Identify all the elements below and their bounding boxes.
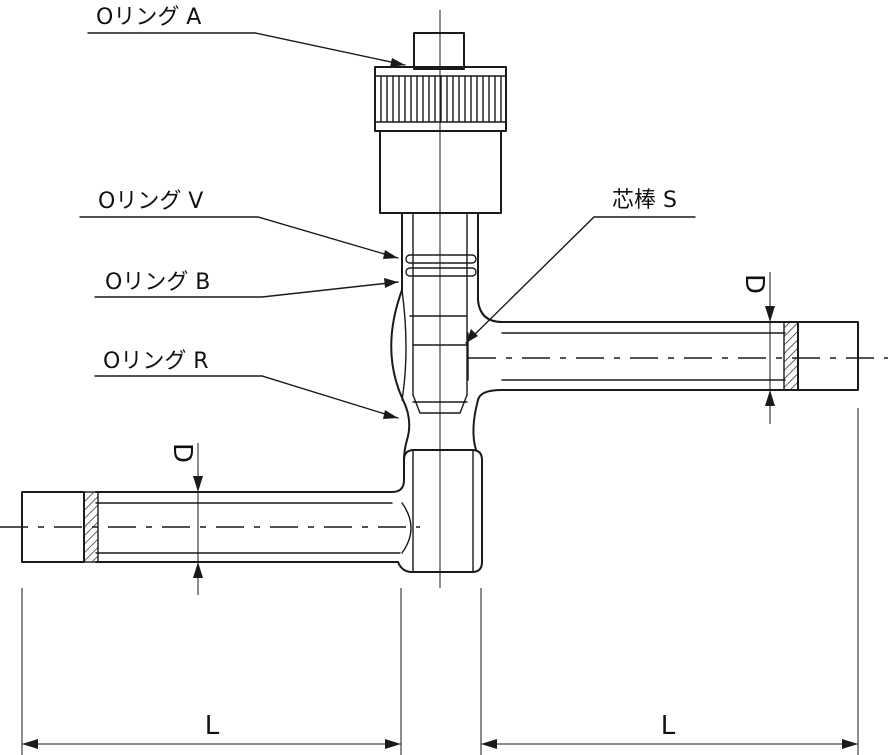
dimension-l-right bbox=[480, 408, 859, 755]
leader-oring-b bbox=[94, 278, 399, 298]
label-oring-r: Oリング R bbox=[103, 349, 209, 374]
lower-vertical-tube bbox=[397, 449, 483, 573]
leader-oring-a bbox=[87, 32, 406, 67]
leader-oring-v bbox=[79, 216, 399, 259]
vertical-glass-tube bbox=[390, 212, 503, 461]
right-side-arm bbox=[467, 321, 859, 391]
knurled-knob bbox=[374, 66, 507, 132]
label-stem-s: 芯棒 S bbox=[612, 188, 677, 213]
dimension-l-left bbox=[21, 588, 402, 755]
label-dimension-d-right: D bbox=[739, 274, 769, 294]
left-side-arm bbox=[21, 459, 412, 563]
dimension-d-left bbox=[193, 443, 203, 595]
label-dimension-d-left: D bbox=[167, 443, 197, 463]
label-dimension-l-left: L bbox=[205, 711, 220, 741]
label-dimension-l-right: L bbox=[661, 711, 676, 741]
leader-oring-r bbox=[94, 375, 399, 419]
label-oring-a: Oリング A bbox=[96, 5, 201, 30]
leader-stem-s bbox=[465, 216, 696, 344]
knob-top-cap bbox=[413, 32, 465, 70]
o-ring-v-shape bbox=[405, 254, 477, 264]
label-oring-b: Oリング B bbox=[105, 270, 210, 295]
label-oring-v: Oリング V bbox=[98, 189, 203, 214]
dimension-d-right bbox=[765, 272, 775, 424]
o-ring-b-shape bbox=[405, 267, 477, 277]
center-lines bbox=[0, 10, 888, 588]
